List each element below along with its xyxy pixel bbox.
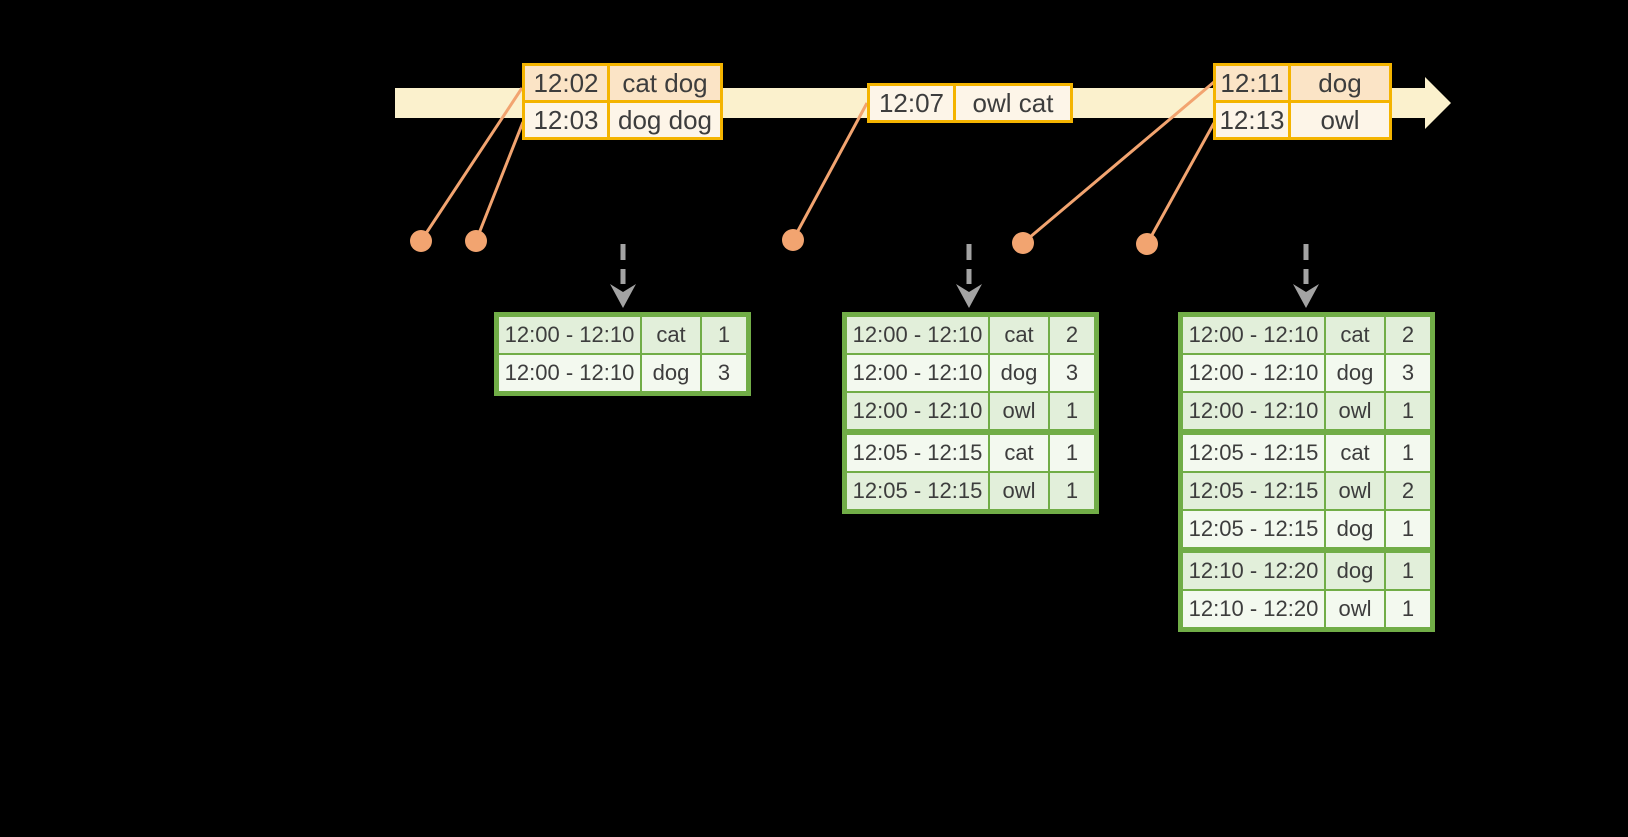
- window-cell: 12:05 - 12:15: [1183, 435, 1324, 471]
- window-cell: 12:00 - 12:10: [847, 355, 988, 391]
- word-cell: dog: [1326, 511, 1384, 547]
- word-cell: dog: [1326, 355, 1384, 391]
- word-cell: cat: [990, 435, 1048, 471]
- count-cell: 1: [1386, 435, 1430, 471]
- event-dot-icon: [782, 229, 804, 251]
- arrow-head-icon: [610, 284, 636, 308]
- count-cell: 2: [1386, 317, 1430, 353]
- window-cell: 12:10 - 12:20: [1183, 591, 1324, 627]
- count-cell: 3: [702, 355, 746, 391]
- event-words-cell: dog dog: [610, 103, 720, 137]
- connector-line: [1145, 122, 1216, 245]
- window-cell: 12:05 - 12:15: [847, 473, 988, 509]
- window-cell: 12:00 - 12:10: [847, 317, 988, 353]
- window-cell: 12:10 - 12:20: [1183, 553, 1324, 589]
- event-marker-dots: [410, 229, 1158, 255]
- word-cell: cat: [990, 317, 1048, 353]
- event-table-1: 12:02 cat dog 12:03 dog dog: [522, 63, 723, 140]
- count-cell: 1: [1386, 591, 1430, 627]
- word-cell: cat: [1326, 435, 1384, 471]
- word-cell: owl: [1326, 591, 1384, 627]
- count-cell: 2: [1050, 317, 1094, 353]
- word-cell: owl: [990, 393, 1048, 429]
- event-time-cell: 12:03: [525, 103, 607, 137]
- event-connector-lines: [419, 80, 1216, 245]
- count-cell: 1: [1386, 393, 1430, 429]
- window-cell: 12:00 - 12:10: [1183, 393, 1324, 429]
- window-cell: 12:05 - 12:15: [1183, 511, 1324, 547]
- event-dot-icon: [410, 230, 432, 252]
- word-cell: owl: [990, 473, 1048, 509]
- event-words-cell: cat dog: [610, 66, 720, 100]
- event-table-3: 12:11 dog 12:13 owl: [1213, 63, 1392, 140]
- event-time-cell: 12:07: [870, 86, 953, 120]
- word-cell: cat: [1326, 317, 1384, 353]
- word-cell: dog: [1326, 553, 1384, 589]
- count-cell: 1: [1050, 473, 1094, 509]
- word-cell: owl: [1326, 473, 1384, 509]
- window-cell: 12:00 - 12:10: [1183, 317, 1324, 353]
- connector-line: [419, 87, 524, 242]
- event-dot-icon: [465, 230, 487, 252]
- trigger-arrow-shafts: [620, 244, 1309, 284]
- event-words-cell: dog: [1291, 66, 1389, 100]
- window-cell: 12:05 - 12:15: [847, 435, 988, 471]
- event-time-cell: 12:13: [1216, 103, 1288, 137]
- trigger-arrow-heads: [610, 284, 1319, 308]
- connector-line: [1022, 80, 1215, 245]
- event-table-2: 12:07 owl cat: [867, 83, 1073, 123]
- arrow-head-icon: [956, 284, 982, 308]
- event-words-cell: owl: [1291, 103, 1389, 137]
- arrow-head-icon: [1293, 284, 1319, 308]
- word-cell: cat: [642, 317, 700, 353]
- count-cell: 1: [1050, 393, 1094, 429]
- window-cell: 12:05 - 12:15: [1183, 473, 1324, 509]
- event-words-cell: owl cat: [956, 86, 1070, 120]
- event-time-cell: 12:02: [525, 66, 607, 100]
- count-cell: 3: [1050, 355, 1094, 391]
- event-dot-icon: [1136, 233, 1158, 255]
- count-cell: 1: [1050, 435, 1094, 471]
- count-cell: 2: [1386, 473, 1430, 509]
- window-cell: 12:00 - 12:10: [499, 317, 640, 353]
- connector-line: [791, 102, 869, 241]
- window-cell: 12:00 - 12:10: [847, 393, 988, 429]
- connector-line: [474, 121, 525, 242]
- word-cell: owl: [1326, 393, 1384, 429]
- count-cell: 1: [1386, 511, 1430, 547]
- word-cell: dog: [642, 355, 700, 391]
- count-cell: 1: [702, 317, 746, 353]
- event-time-cell: 12:11: [1216, 66, 1288, 100]
- timeline-arrow-head-icon: [1425, 77, 1451, 129]
- event-dot-icon: [1012, 232, 1034, 254]
- count-cell: 3: [1386, 355, 1430, 391]
- window-cell: 12:00 - 12:10: [499, 355, 640, 391]
- word-cell: dog: [990, 355, 1048, 391]
- count-cell: 1: [1386, 553, 1430, 589]
- window-cell: 12:00 - 12:10: [1183, 355, 1324, 391]
